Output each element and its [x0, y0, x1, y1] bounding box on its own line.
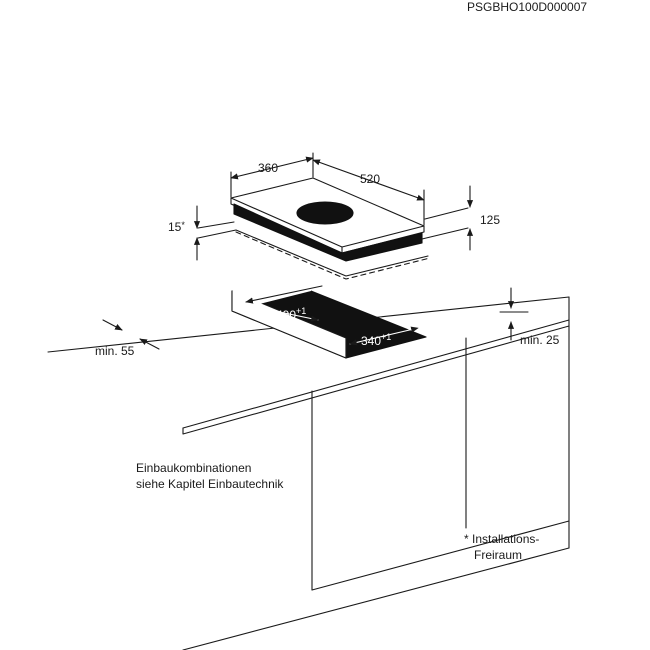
dim-340-tol: +1 [381, 332, 392, 342]
worktop-front-thickness [182, 325, 570, 435]
dim-min55-arrow-right [139, 338, 160, 350]
document-code: PSGBHO100D000007 [467, 0, 588, 14]
worktop-cutout [231, 271, 427, 359]
footnote-line2: Freiraum [474, 548, 523, 562]
combination-note-line1: Einbaukombinationen [136, 461, 252, 475]
dim-360-line [230, 156, 314, 180]
dim-360-label: 360 [258, 161, 279, 175]
dim-490-label: 490+1 [276, 306, 307, 323]
cutout-dimensions [245, 285, 419, 346]
hob-body [233, 203, 423, 262]
dim-min55-arrow-left [102, 319, 123, 331]
worktop-edge-dimensions [102, 287, 529, 350]
dim-490-line-inner [245, 304, 319, 322]
dim-520-label: 520 [360, 172, 381, 186]
hob-dimensions [193, 152, 474, 261]
dim-min55-label: min. 55 [95, 344, 135, 358]
base-cabinet [182, 325, 570, 650]
dim-15-label: 15* [168, 220, 185, 235]
cooking-zone [296, 201, 354, 225]
dim-340-value: 340 [361, 334, 382, 348]
dim-15-value: 15 [168, 220, 182, 234]
installation-space-dashed [235, 231, 431, 280]
dim-490-tol: +1 [296, 306, 307, 316]
dim-125-label: 125 [480, 213, 501, 227]
dim-490-line [245, 285, 323, 304]
hob-clearance-line-bottom [197, 229, 429, 277]
dim-340-label: 340+1 [361, 332, 392, 349]
dim-min25-label: min. 25 [520, 333, 560, 347]
hob-right-ref-line-top [424, 207, 469, 220]
cabinet-front-bottom [182, 547, 570, 650]
combination-note-line2: siehe Kapitel Einbautechnik [136, 477, 284, 491]
worktop-front-edge [182, 319, 570, 429]
hob-unit [197, 177, 469, 280]
hob-clearance-line-top [197, 221, 235, 229]
dim-520-line [312, 159, 425, 201]
cabinet-bottom-line [311, 520, 570, 591]
hob-right-ref-line [421, 227, 469, 240]
footnote-line1: * Installations- [464, 532, 540, 546]
dim-340-line [349, 326, 419, 346]
dim-15-mark: * [181, 220, 185, 230]
dim-490-value: 490 [276, 308, 297, 322]
